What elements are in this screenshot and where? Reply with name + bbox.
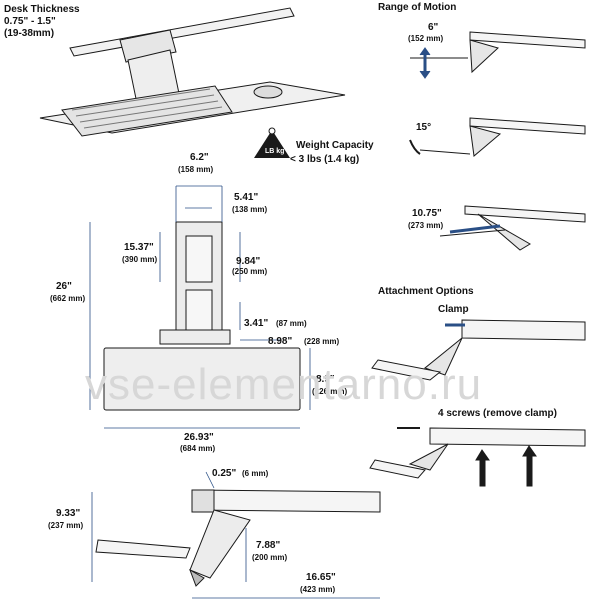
dim-arm-height-value: 7.88" bbox=[256, 540, 281, 551]
desk-thickness-range: 0.75" - 1.5" bbox=[4, 16, 56, 27]
clamp-label: Clamp bbox=[438, 304, 469, 315]
dim-drop-metric: (237 mm) bbox=[48, 521, 84, 530]
attachment-options-title: Attachment Options bbox=[378, 286, 474, 297]
motion-slide-metric: (273 mm) bbox=[408, 221, 444, 230]
side-view-dimension-lines bbox=[91, 471, 380, 599]
watermark: vse-elementarno.ru bbox=[85, 360, 483, 409]
dim-offset-metric: (87 mm) bbox=[276, 319, 307, 328]
weight-icon-text: LB kg bbox=[265, 148, 285, 155]
desk-thickness-title: Desk Thickness bbox=[4, 4, 80, 15]
dim-mount-width-value: 5.41" bbox=[234, 192, 259, 203]
side-view-drawing bbox=[95, 489, 381, 587]
dim-mount-width-metric: (138 mm) bbox=[232, 205, 268, 214]
dim-extension-metric: (423 mm) bbox=[300, 585, 336, 594]
weight-capacity-label: Weight Capacity bbox=[296, 140, 374, 151]
motion-tilt-value: 15° bbox=[416, 122, 432, 133]
dim-clearance-value: 0.25" bbox=[212, 468, 237, 479]
dim-platform-depth-metric: (226 mm) bbox=[312, 387, 348, 396]
screws-label: 4 screws (remove clamp) bbox=[438, 408, 557, 419]
dim-top-width-value: 6.2" bbox=[190, 152, 209, 163]
dim-top-width-metric: (158 mm) bbox=[178, 165, 214, 174]
top-view-dimension-lines bbox=[89, 185, 311, 429]
weight-capacity-value: < 3 lbs (1.4 kg) bbox=[290, 154, 360, 165]
desk-thickness-metric: (19-38mm) bbox=[4, 28, 55, 39]
motion-vertical-value: 6" bbox=[428, 22, 439, 33]
motion-slide-value: 10.75" bbox=[412, 208, 442, 219]
dim-total-depth-value: 26" bbox=[56, 281, 72, 292]
dim-track-length-value: 15.37" bbox=[124, 242, 154, 253]
range-of-motion-title: Range of Motion bbox=[378, 2, 457, 13]
dim-platform-offset-value: 8.98" bbox=[268, 336, 293, 347]
dim-drop-value: 9.33" bbox=[56, 508, 81, 519]
dim-offset-value: 3.41" bbox=[244, 318, 269, 329]
range-of-motion-drawings bbox=[409, 31, 586, 251]
dim-track-length-metric: (390 mm) bbox=[122, 255, 158, 264]
weight-icon bbox=[254, 127, 290, 158]
dim-arm-height-metric: (200 mm) bbox=[252, 553, 288, 562]
keyboard-tray-hero-drawing bbox=[39, 7, 346, 137]
dim-total-depth-metric: (662 mm) bbox=[50, 294, 86, 303]
dim-platform-offset-metric: (228 mm) bbox=[304, 337, 340, 346]
dim-track-inner-value: 9.84" bbox=[236, 256, 261, 267]
motion-vertical-metric: (152 mm) bbox=[408, 34, 444, 43]
dim-track-inner-metric: (250 mm) bbox=[232, 267, 268, 276]
top-view-drawing bbox=[103, 221, 301, 411]
attachment-option-drawings bbox=[369, 319, 586, 487]
dim-extension-value: 16.65" bbox=[306, 572, 336, 583]
dim-platform-depth-value: 8.9" bbox=[316, 374, 335, 385]
dim-platform-width-metric: (684 mm) bbox=[180, 444, 216, 453]
dim-clearance-metric: (6 mm) bbox=[242, 469, 269, 478]
dim-platform-width-value: 26.93" bbox=[184, 432, 214, 443]
